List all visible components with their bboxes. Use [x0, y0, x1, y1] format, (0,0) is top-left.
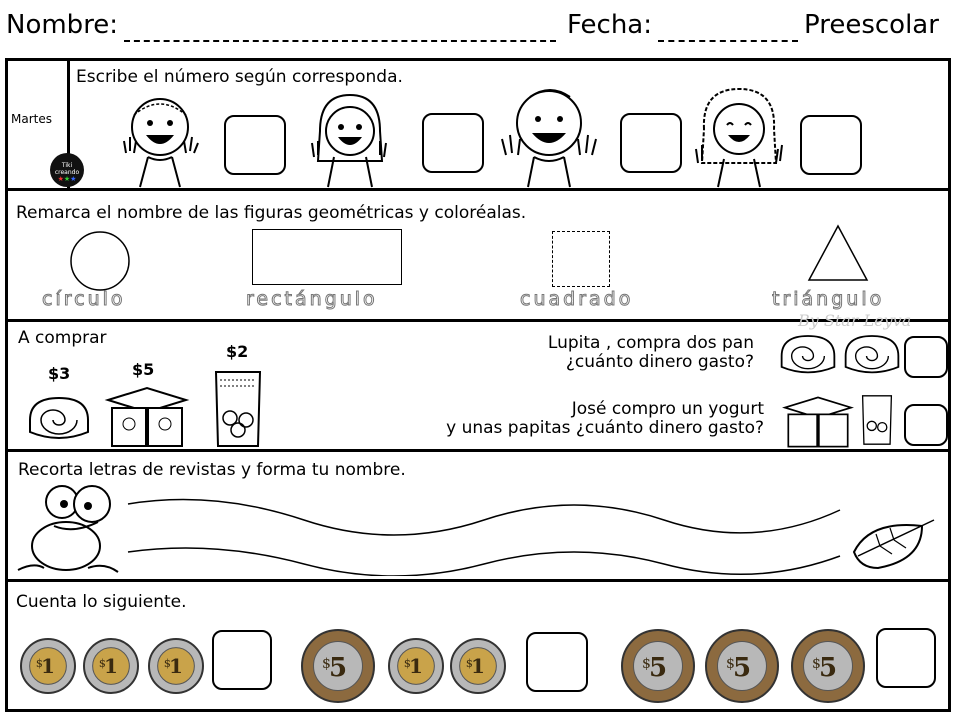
girl-face-icon	[311, 93, 387, 188]
coin-value: 5	[733, 653, 751, 683]
coin-peso-sign: $	[99, 657, 106, 670]
question-jose: José compro un yogurt y unas papitas ¿cu…	[446, 400, 764, 438]
coin-1-peso-icon: $1	[148, 638, 204, 694]
section-shopping: A comprar $3 $5 $2 Lupita , compra dos p…	[8, 322, 948, 452]
name-wavy-path[interactable]	[124, 490, 844, 576]
coin-peso-sign: $	[322, 656, 331, 672]
question-jose-line1: José compro un yogurt	[571, 399, 764, 419]
shape-name-circle: círculo	[42, 288, 126, 311]
question-lupita-line2: ¿cuánto dinero gasto?	[565, 352, 754, 372]
coin-value: 1	[41, 654, 55, 678]
square-icon[interactable]	[552, 231, 610, 287]
shape-name-square: cuadrado	[519, 288, 634, 311]
coin-1-peso-icon: $1	[388, 638, 444, 694]
shape-name-rectangle: rectángulo	[246, 288, 378, 311]
section-numbers: Martes Tiki creando ★★★ Escribe el númer…	[8, 61, 948, 191]
worksheet-sheet: Martes Tiki creando ★★★ Escribe el númer…	[5, 58, 951, 712]
chips-icon	[214, 371, 262, 447]
answer-box-count-2[interactable]	[526, 632, 588, 692]
answer-box-3[interactable]	[620, 113, 682, 173]
name-label: Nombre:	[6, 10, 119, 40]
name-instruction: Recorta letras de revistas y forma tu no…	[18, 460, 406, 480]
day-column: Martes Tiki creando ★★★	[8, 61, 84, 188]
price-bread: $3	[48, 364, 71, 383]
coin-1-peso-icon: $1	[20, 638, 76, 694]
coin-peso-sign: $	[812, 656, 821, 672]
coin-peso-sign: $	[466, 657, 473, 670]
price-chips: $2	[226, 342, 249, 361]
coin-value: 1	[471, 654, 485, 678]
yogurt-icon	[782, 396, 854, 448]
coin-peso-sign: $	[164, 657, 171, 670]
logo-badge: Tiki creando ★★★	[50, 153, 84, 187]
bread-icon	[844, 335, 900, 374]
rectangle-icon[interactable]	[252, 229, 402, 285]
answer-box-jose[interactable]	[904, 404, 948, 446]
coins-layer: $1$1$1$5$1$1$5$5$5	[20, 629, 865, 703]
coin-1-peso-icon: $1	[450, 638, 506, 694]
answer-box-4[interactable]	[800, 115, 862, 175]
boy-face-icon	[123, 98, 199, 188]
answer-box-lupita[interactable]	[904, 336, 948, 378]
name-write-line[interactable]	[124, 40, 556, 42]
coin-value: 5	[329, 653, 347, 683]
level-label: Preescolar	[804, 10, 939, 40]
section-name: Recorta letras de revistas y forma tu no…	[8, 452, 948, 582]
boy-face-icon	[501, 89, 597, 188]
coin-value: 1	[169, 654, 183, 678]
coin-value: 5	[649, 653, 667, 683]
date-write-line[interactable]	[658, 40, 798, 42]
day-label: Martes	[11, 112, 52, 126]
coin-5-peso-icon: $5	[791, 629, 865, 703]
yogurt-icon	[104, 386, 190, 447]
watermark: By Star Leyva	[798, 311, 912, 330]
girl-curly-face-icon	[695, 87, 783, 188]
shape-name-triangle: triángulo	[771, 288, 885, 311]
count-instruction: Cuenta lo siguiente.	[16, 592, 187, 612]
coin-5-peso-icon: $5	[621, 629, 695, 703]
question-lupita: Lupita , compra dos pan ¿cuánto dinero g…	[548, 334, 754, 372]
coin-peso-sign: $	[726, 656, 735, 672]
date-label: Fecha:	[567, 10, 652, 40]
coin-peso-sign: $	[36, 657, 43, 670]
answer-box-2[interactable]	[422, 113, 484, 173]
logo-text: Tiki creando	[54, 162, 80, 176]
question-jose-line2: y unas papitas ¿cuánto dinero gasto?	[446, 418, 764, 438]
answer-box-count-3[interactable]	[876, 628, 936, 688]
circle-icon[interactable]	[68, 229, 132, 293]
frog-icon	[17, 485, 119, 573]
section-shapes: Remarca el nombre de las figuras geométr…	[8, 191, 948, 330]
worksheet-header: Nombre: Fecha: Preescolar	[6, 6, 954, 48]
bread-icon	[780, 335, 836, 374]
coin-value: 1	[409, 654, 423, 678]
chips-icon	[861, 395, 893, 445]
shopping-instruction: A comprar	[18, 328, 107, 348]
shapes-instruction: Remarca el nombre de las figuras geométr…	[16, 203, 527, 223]
coin-value: 5	[819, 653, 837, 683]
coin-1-peso-icon: $1	[83, 638, 139, 694]
answer-box-1[interactable]	[224, 115, 286, 175]
leaf-icon	[852, 519, 935, 570]
bread-icon	[29, 396, 89, 439]
coin-5-peso-icon: $5	[301, 629, 375, 703]
coin-value: 1	[104, 654, 118, 678]
question-lupita-line1: Lupita , compra dos pan	[547, 333, 754, 353]
coin-peso-sign: $	[404, 657, 411, 670]
numbers-instruction: Escribe el número según corresponda.	[76, 67, 403, 87]
coin-peso-sign: $	[642, 656, 651, 672]
triangle-icon[interactable]	[806, 223, 870, 283]
section-count: Cuenta lo siguiente. $1$1$1$5$1$1$5$5$5	[8, 582, 948, 709]
coin-5-peso-icon: $5	[705, 629, 779, 703]
price-yogurt: $5	[132, 360, 155, 379]
answer-box-count-1[interactable]	[212, 630, 272, 690]
